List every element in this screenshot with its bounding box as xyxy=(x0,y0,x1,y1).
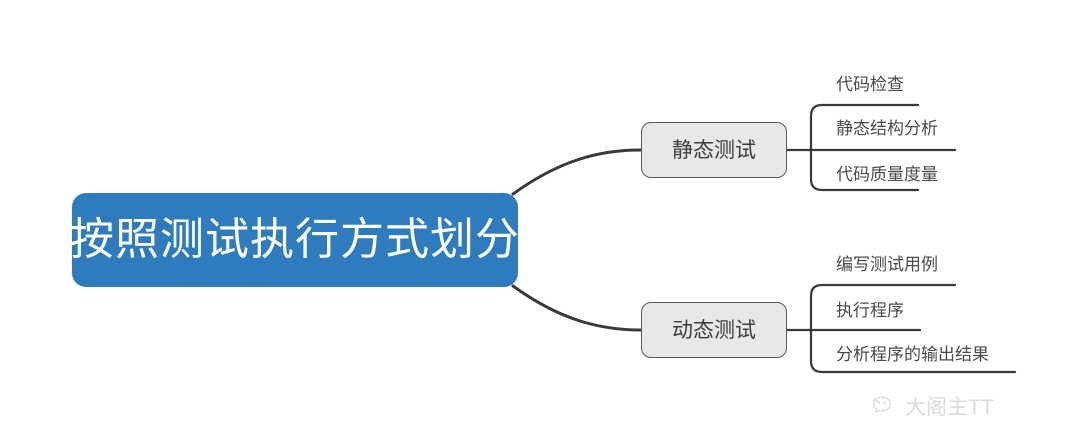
branch-node-label: 动态测试 xyxy=(672,318,756,342)
leaf-label-write-test-cases[interactable]: 编写测试用例 xyxy=(836,255,938,274)
watermark-text: 大阁主TT xyxy=(905,395,994,419)
leaf-label-execute-program[interactable]: 执行程序 xyxy=(836,301,904,320)
branch-node-label: 静态测试 xyxy=(672,138,756,162)
leaf-label-code-inspection[interactable]: 代码检查 xyxy=(836,75,904,94)
branch-node-dynamic-testing[interactable]: 动态测试 xyxy=(641,302,787,358)
root-node[interactable]: 按照测试执行方式划分 xyxy=(70,193,520,287)
leaf-label-static-structure-analysis[interactable]: 静态结构分析 xyxy=(836,119,938,138)
root-node-label: 按照测试执行方式划分 xyxy=(70,215,520,264)
leaf-label-code-quality-metrics[interactable]: 代码质量度量 xyxy=(836,165,938,184)
wechat-icon xyxy=(872,396,898,418)
branch-node-static-testing[interactable]: 静态测试 xyxy=(641,122,787,178)
leaf-label-analyze-program-output[interactable]: 分析程序的输出结果 xyxy=(836,345,989,364)
watermark: 大阁主TT xyxy=(872,396,994,418)
